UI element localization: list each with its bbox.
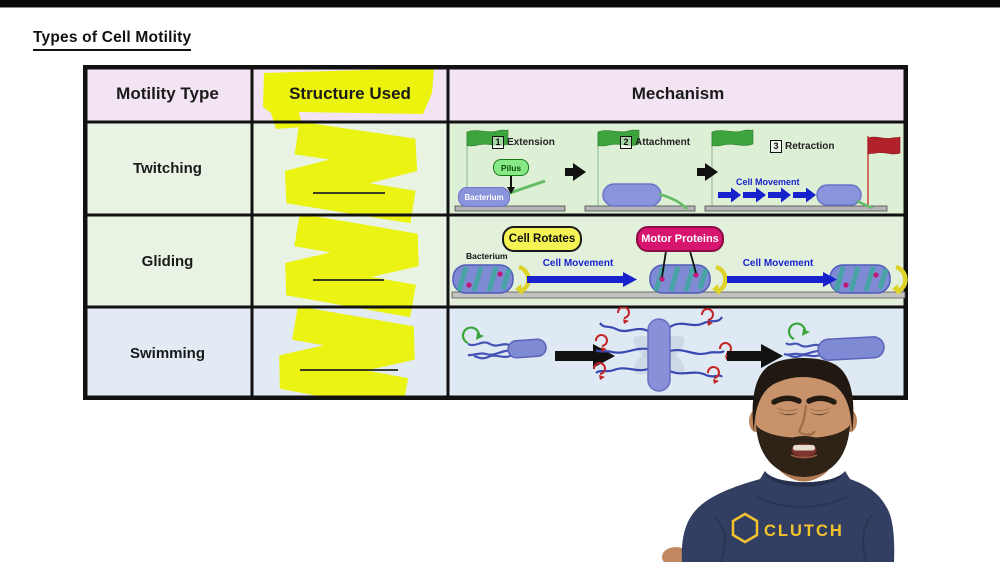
cell-rotates-label: Cell Rotates	[502, 226, 582, 252]
answer-blank-lines	[300, 192, 398, 371]
highlighter-scribbles	[263, 68, 434, 400]
long-movement-arrows	[527, 272, 837, 287]
instructor-eyebrows	[771, 395, 837, 405]
rotation-curl-icon	[787, 322, 807, 341]
step-number-box: 1	[492, 136, 505, 149]
step-arrow-icons	[565, 163, 718, 181]
cell-movement-label-right: Cell Movement	[742, 258, 814, 269]
page-title: Types of Cell Motility	[33, 29, 192, 51]
motility-table: Motility Type Structure Used Mechanism T…	[83, 65, 908, 400]
gliding-bacterium-2	[649, 264, 728, 295]
row-label-swimming: Swimming	[129, 345, 205, 362]
swimming-bacterium-middle	[593, 307, 732, 392]
bacterium-retracting	[816, 184, 862, 206]
header-motility-type: Motility Type	[116, 83, 219, 103]
ground-bars	[454, 205, 888, 212]
instructor-video-overlay: CLUTCH	[662, 358, 895, 562]
row-label-twitching: Twitching	[133, 160, 202, 177]
twitching-mechanism-diagram: 1 Extension 2 Attachment 3 Retraction Pi…	[448, 122, 908, 215]
gliding-mechanism-diagram: Cell Rotates Motor Proteins Bacterium Ce…	[448, 215, 908, 307]
video-letterbox-bar	[0, 0, 1000, 8]
pilus-pointer-head	[507, 187, 515, 194]
header-row-bg	[83, 65, 908, 122]
swimming-bacterium-left	[461, 326, 547, 360]
rotation-curl-icon	[461, 326, 481, 345]
swimming-mechanism-diagram	[448, 307, 908, 400]
eyelid-creases	[776, 407, 831, 412]
pilus-label: Pilus	[493, 159, 529, 176]
instructor-shirt	[681, 471, 895, 562]
instructor-nose	[798, 404, 816, 436]
step-number-box: 3	[770, 140, 783, 153]
pilus-tail-attached	[658, 192, 688, 210]
cell-movement-arrows	[718, 187, 816, 203]
gliding-bacterium-1	[452, 264, 531, 295]
instructor-hair	[752, 358, 854, 433]
twitching-step-3: 3 Retraction	[770, 140, 834, 153]
instructor-mustache	[788, 436, 820, 445]
step-label: Retraction	[785, 141, 835, 152]
bacterium-label: Bacterium	[466, 251, 508, 261]
pilus-tail-retracting	[856, 199, 874, 210]
motor-proteins-label: Motor Proteins	[636, 226, 724, 252]
instructor-eyes	[777, 411, 830, 416]
table-grid-lines	[83, 65, 908, 400]
transition-arrow-1	[555, 344, 615, 368]
shirt-collar	[763, 471, 845, 487]
step-label: Attachment	[635, 137, 691, 148]
flagella-rotation-curls	[593, 307, 732, 379]
shirt-logo-text: CLUTCH	[764, 522, 844, 540]
cell-movement-label-left: Cell Movement	[542, 258, 614, 269]
twitching-step-2: 2 Attachment	[620, 136, 690, 149]
twitching-step-1: 1 Extension	[492, 136, 555, 149]
gliding-bacterium-3	[829, 264, 908, 295]
green-flag-icons	[466, 129, 754, 147]
cell-movement-label: Cell Movement	[736, 177, 800, 187]
motor-protein-pointer-lines	[661, 250, 697, 278]
shirt-folds	[714, 496, 873, 562]
highlight-scribble-swimming	[279, 306, 415, 400]
lower-lip	[790, 454, 818, 459]
table-grid-and-highlights	[83, 65, 908, 400]
highlight-scribble-twitching	[284, 121, 418, 224]
row-label-gliding: Gliding	[141, 252, 194, 270]
highlight-header-structure-used	[263, 68, 434, 129]
header-structure-used: Structure Used	[289, 83, 411, 103]
red-flag-icon	[867, 136, 901, 155]
clutch-hexagon-logo-icon	[731, 512, 759, 544]
rotation-arrow-icon	[895, 264, 908, 295]
swimming-bacterium-right	[783, 322, 885, 361]
transition-arrow-2	[727, 344, 783, 368]
instructor-teeth	[793, 445, 815, 451]
bacterium-attached	[602, 183, 662, 207]
step-number-box: 2	[620, 136, 633, 149]
step-label: Extension	[507, 137, 555, 148]
header-mechanism: Mechanism	[631, 83, 725, 103]
rotation-arrow-icon	[715, 264, 728, 295]
bacterium-label: Bacterium	[458, 187, 510, 207]
highlight-scribble-gliding	[285, 213, 419, 318]
